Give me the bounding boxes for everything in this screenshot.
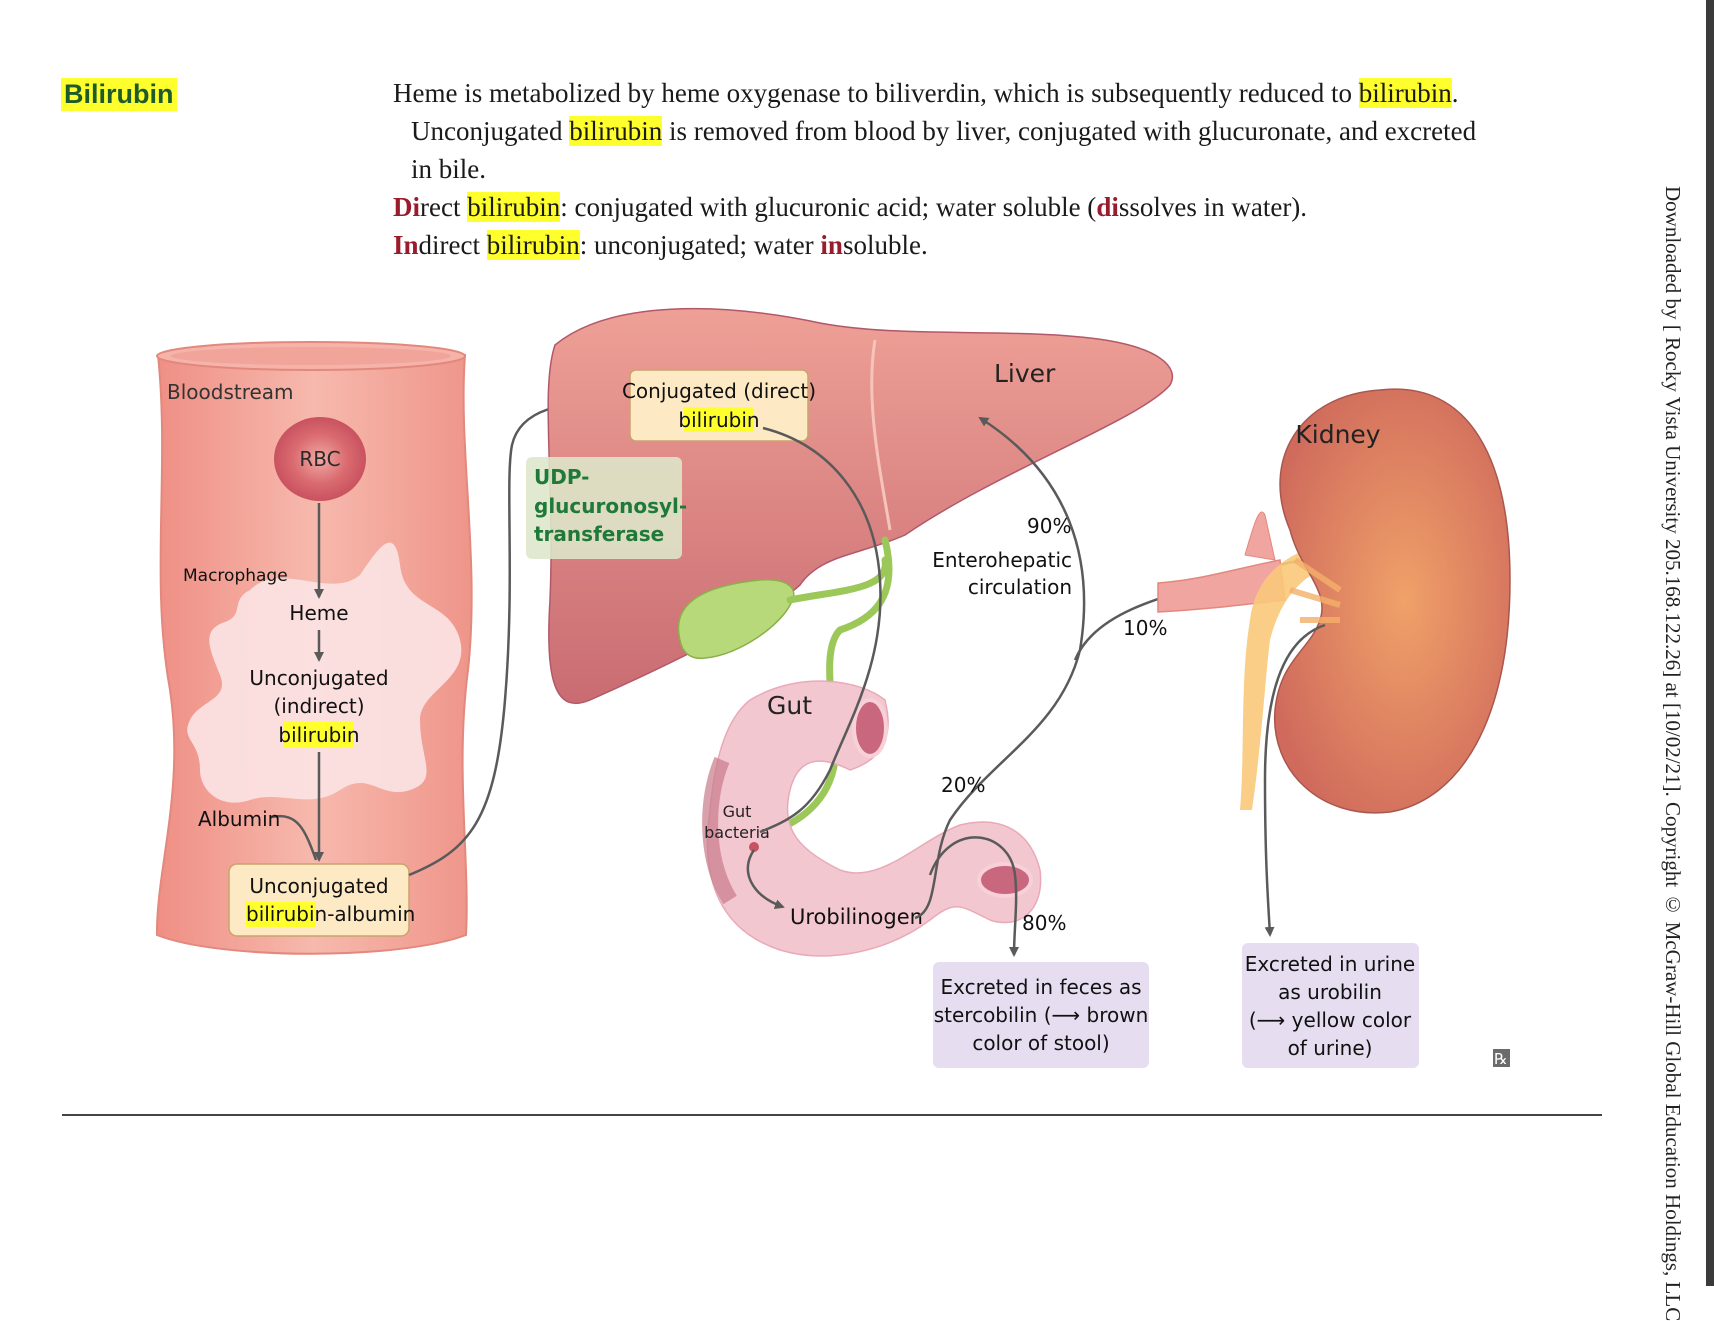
bloodstream-label: Bloodstream [167,380,294,404]
complex-label-line2: bilirubin-albumin [246,902,415,926]
bilirubin-highlight-box [284,722,354,747]
heme-label: Heme [289,601,348,625]
conjugated-box [629,369,809,442]
bilirubin-highlight: bilirubin [1358,78,1452,108]
bilirubin-metabolism-diagram: Bloodstream RBC Macrophage Heme Unconjug… [155,307,1511,1068]
conjugated-bilirubin-highlight [684,407,754,432]
udp-label-3: transferase [534,522,664,546]
arrow-enterohepatic [914,416,1086,920]
udp-label-1: UDP- [534,465,589,489]
unconjugated-label-2: (indirect) [273,694,364,718]
copyright-notice: Downloaded by [ Rocky Vista University 2… [1661,186,1685,1321]
gut-organ [702,680,1042,957]
rx-icon: ℞ [1494,1050,1507,1068]
gut-bacteria-label-1: Gut [723,802,752,821]
indirect-bilirubin-definition: Indirect bilirubin: unconjugated; water … [393,230,928,260]
paragraph-line-3: in bile. [411,154,486,184]
gallbladder [677,579,795,660]
scrollbar[interactable] [1706,0,1714,1286]
rx-icon-box [1493,1049,1510,1067]
kidney-label: Kidney [1295,420,1380,449]
arrow-albumin-to-complex [271,814,318,861]
percent-80: 80% [1022,911,1066,935]
bilirubin-highlight: bilirubin [467,192,561,222]
arrow-kidney-to-urine [1263,623,1326,937]
udp-enzyme-box [526,457,682,559]
urine-line-2: as urobilin [1278,980,1382,1004]
feces-line-3: color of stool) [972,1031,1109,1055]
unconjugated-label-1: Unconjugated [249,666,388,690]
urine-line-3: (⟶ yellow color [1249,1008,1412,1032]
liver-label: Liver [994,359,1056,388]
urobilinogen-label: Urobilinogen [790,905,923,929]
macrophage-cell [187,542,462,803]
arrow-bacteria-to-urobilinogen [746,849,785,909]
macrophage-label: Macrophage [183,566,288,586]
percent-90: 90% [1027,514,1071,538]
urine-line-4: of urine) [1288,1036,1373,1060]
enterohepatic-label-2: circulation [968,575,1072,599]
rbc-cell [274,417,366,501]
conjugated-label: Conjugated (direct) [622,379,816,403]
section-heading: Bilirubin [61,78,177,111]
udp-label-2: glucuronosyl- [534,494,687,518]
paragraph-line-1: Heme is metabolized by heme oxygenase to… [393,78,1459,108]
bilirubin-highlight: bilirubin [569,116,663,146]
feces-line-1: Excreted in feces as [940,975,1141,999]
complex-bilirubin-highlight [246,902,316,927]
feces-box [933,962,1149,1068]
rbc-label: RBC [299,447,340,471]
bilirubin-highlight: bilirubin [486,230,580,260]
arrow-complex-to-liver [408,396,627,877]
gut-bacteria-dot [749,842,759,852]
complex-label-line1: Unconjugated [249,874,388,898]
albumin-label: Albumin [198,807,280,831]
enterohepatic-label-1: Enterohepatic [932,548,1072,572]
percent-10: 10% [1123,616,1167,640]
paragraph-line-2: Unconjugated bilirubin is removed from b… [411,116,1477,146]
bottom-divider [62,1114,1602,1116]
arrow-to-feces [928,836,1020,957]
feces-line-2: stercobilin (⟶ brown [934,1003,1149,1027]
percent-20: 20% [941,773,985,797]
direct-bilirubin-definition: Direct bilirubin: conjugated with glucur… [393,192,1308,222]
conjugated-bilirubin-word: bilirubin [678,408,759,432]
arrow-conjugated-to-gut [759,426,882,834]
urine-line-1: Excreted in urine [1245,952,1415,976]
gut-bacteria-label-2: bacteria [704,823,770,842]
urine-box [1242,943,1419,1068]
kidney-organ [1157,388,1511,814]
gut-label: Gut [767,691,812,720]
unconjugated-bilirubin-word: bilirubin [278,723,359,747]
